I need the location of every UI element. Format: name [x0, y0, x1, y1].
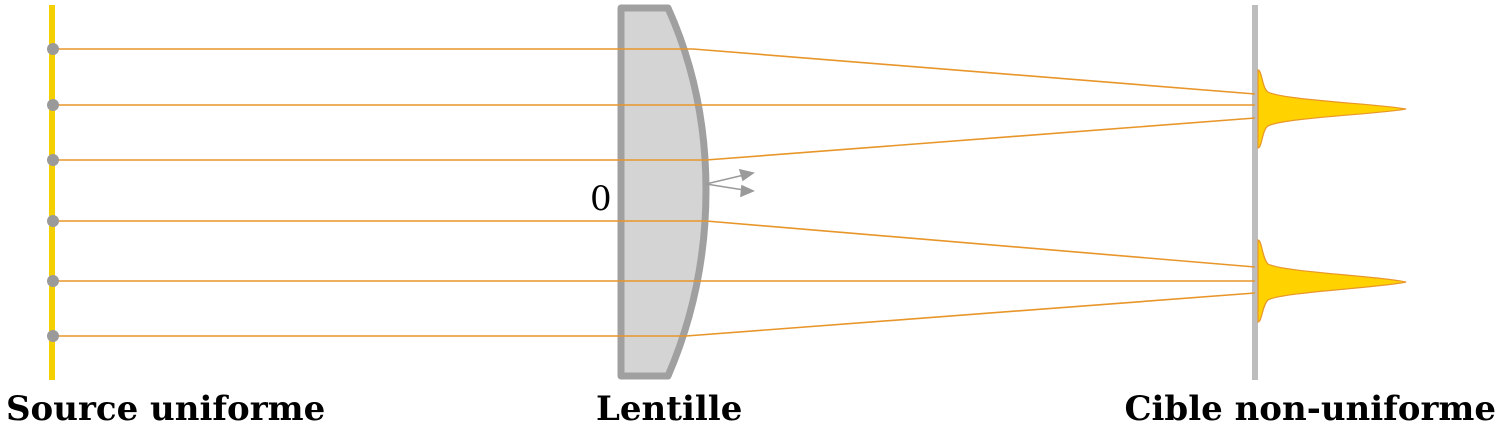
arrow-line-upper: [705, 174, 745, 185]
arrow-head-lower-icon: [740, 184, 756, 198]
source-label: Source uniforme: [6, 389, 326, 429]
source-point-4: [47, 215, 59, 227]
lens: [617, 4, 710, 380]
lens-label: Lentille: [596, 389, 743, 429]
source-points: [47, 43, 59, 342]
source-point-3: [47, 154, 59, 166]
target-label: Cible non-uniforme: [1124, 389, 1496, 429]
source-point-1: [47, 43, 59, 55]
target-bar: [1252, 5, 1258, 380]
arrow-head-upper-icon: [738, 168, 755, 182]
origin-label: 0: [590, 179, 612, 219]
rays: [53, 48, 1256, 337]
target-peak-lower: [1257, 239, 1407, 323]
target-peak-upper: [1257, 69, 1407, 149]
source-point-6: [47, 330, 59, 342]
ray-3: [53, 117, 1256, 161]
source-point-2: [47, 99, 59, 111]
ray-4: [53, 220, 1256, 268]
source-bar: [49, 5, 55, 380]
source-point-5: [47, 275, 59, 287]
ray-1: [53, 48, 1256, 95]
normal-arrows: [705, 168, 756, 198]
ray-6: [53, 292, 1256, 337]
arrow-line-lower: [705, 183, 745, 191]
